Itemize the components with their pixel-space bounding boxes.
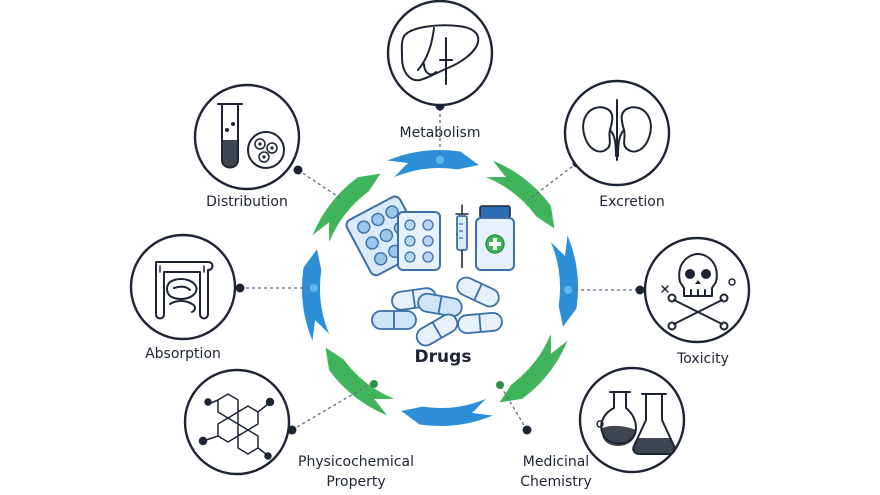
node-label-distribution: Distribution — [206, 194, 288, 210]
syringe-icon — [455, 204, 469, 268]
node-label-absorption: Absorption — [145, 346, 221, 362]
cycle-arrow-segment — [387, 150, 479, 178]
cycle-arrow-segment — [485, 160, 555, 229]
connector-excretion — [527, 162, 578, 201]
connector-medicinal-chemistry — [499, 384, 528, 431]
node-label-toxicity: Toxicity — [676, 351, 729, 367]
center-label-drugs: Drugs — [415, 347, 472, 367]
blister-pack-icon — [397, 211, 441, 271]
skull-crossbones-icon — [661, 253, 736, 331]
cycle-arrow-segment — [499, 333, 568, 403]
connectors — [240, 108, 638, 431]
cycle-arrow-segment — [401, 398, 493, 426]
kidneys-icon — [582, 99, 652, 161]
node-label-physicochemical-property-line2: Property — [326, 474, 385, 490]
node-label-excretion: Excretion — [599, 194, 664, 210]
test-tube-cells-icon — [217, 103, 285, 169]
node-distribution: Distribution — [193, 83, 301, 210]
node-label-physicochemical-property-line1: Physicochemical — [298, 454, 414, 470]
intestine-icon — [155, 261, 214, 320]
lab-flasks-icon — [596, 391, 676, 455]
cycle-ring — [302, 150, 579, 426]
node-label-metabolism: Metabolism — [400, 125, 481, 141]
node-medicinal-chemistry: Medicinal Chemistry — [520, 366, 686, 490]
capsules-icon — [371, 276, 503, 347]
node-metabolism: Metabolism — [386, 0, 494, 141]
node-toxicity: Toxicity — [643, 236, 751, 367]
cycle-arrow-segment — [325, 347, 395, 416]
node-physicochemical-property: Physicochemical Property — [183, 368, 414, 490]
liver-icon — [400, 24, 480, 85]
medicine-bottle-icon — [475, 205, 515, 271]
molecule-icon — [198, 393, 275, 460]
drugs-illustration: Drugs — [345, 195, 515, 367]
node-label-medicinal-chemistry-line1: Medicinal — [523, 454, 589, 470]
cycle-arrow-segment — [302, 249, 330, 341]
node-absorption: Absorption — [129, 233, 237, 362]
cycle-arrow-segment — [312, 173, 381, 243]
cycle-arrow-segment — [550, 235, 579, 327]
node-excretion: Excretion — [563, 79, 671, 210]
connector-physicochemical-property — [291, 382, 373, 431]
connector-distribution — [297, 169, 341, 199]
node-label-medicinal-chemistry-line2: Chemistry — [520, 474, 592, 490]
